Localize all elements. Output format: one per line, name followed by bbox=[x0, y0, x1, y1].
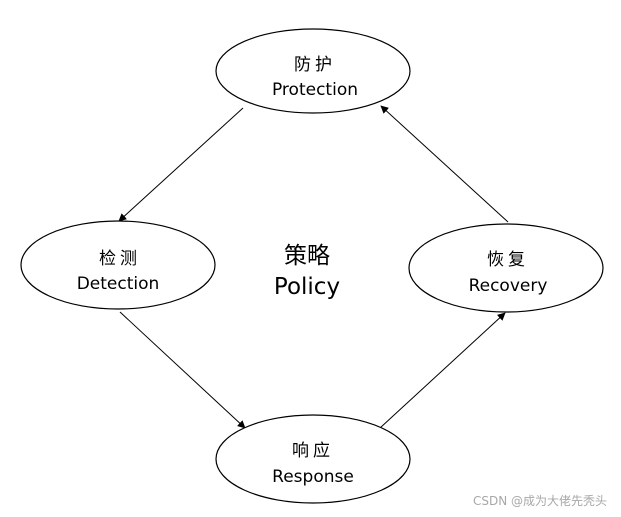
edge-response-to-recovery bbox=[379, 312, 506, 429]
node-response: 响应 Response bbox=[215, 414, 411, 504]
node-response-ellipse bbox=[215, 414, 411, 504]
node-detection-ellipse bbox=[20, 220, 216, 310]
edge-detection-to-response bbox=[119, 311, 246, 429]
node-detection: 检测 Detection bbox=[20, 220, 216, 310]
node-recovery-zh-label: 恢复 bbox=[487, 250, 529, 270]
center-policy: 策略 Policy bbox=[274, 243, 340, 300]
edge-protection-to-detection bbox=[118, 107, 244, 222]
edges bbox=[118, 105, 509, 429]
edge-recovery-to-protection bbox=[380, 105, 509, 223]
node-protection-ellipse bbox=[215, 28, 411, 114]
node-detection-en-label: Detection bbox=[77, 274, 160, 294]
node-response-en-label: Response bbox=[272, 467, 354, 487]
node-protection-zh-label: 防护 bbox=[294, 55, 336, 75]
node-protection-en-label: Protection bbox=[272, 80, 358, 100]
watermark: CSDN @成为大佬先秃头 bbox=[472, 494, 607, 508]
node-recovery: 恢复 Recovery bbox=[408, 223, 604, 313]
center-policy-en-label: Policy bbox=[274, 274, 340, 300]
node-response-zh-label: 响应 bbox=[292, 441, 334, 461]
node-recovery-ellipse bbox=[408, 223, 604, 313]
node-recovery-en-label: Recovery bbox=[469, 276, 548, 296]
node-detection-zh-label: 检测 bbox=[99, 249, 141, 269]
center-policy-zh-label: 策略 bbox=[284, 243, 330, 269]
node-protection: 防护 Protection bbox=[215, 28, 411, 114]
